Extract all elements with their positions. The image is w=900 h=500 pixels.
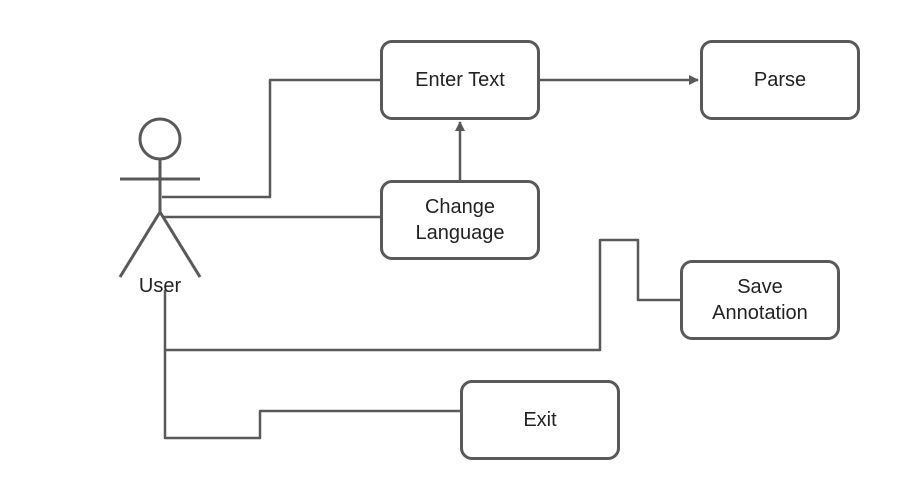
actor-right-leg	[158, 211, 202, 278]
parse-label: Parse	[753, 69, 807, 91]
change-language-node[interactable]: Change Language	[380, 180, 540, 260]
connector-user-enter-text	[162, 78, 380, 199]
exit-node[interactable]: Exit	[460, 380, 620, 460]
actor-head	[138, 117, 182, 161]
parse-node[interactable]: Parse	[700, 40, 860, 120]
save-annotation-label-line1: Save	[737, 276, 783, 298]
enter-text-node[interactable]: Enter Text	[380, 40, 540, 120]
change-language-label-line2: Language	[415, 222, 505, 244]
user-actor-label: User	[138, 275, 182, 297]
user-actor-figure	[118, 117, 202, 278]
actor-left-leg	[118, 211, 162, 278]
enter-text-label: Enter Text	[415, 69, 505, 91]
connector-user-exit	[163, 350, 460, 440]
exit-label: Exit	[523, 409, 557, 431]
change-language-label-line1: Change	[424, 196, 496, 218]
save-annotation-label-line2: Annotation	[712, 302, 808, 324]
save-annotation-node[interactable]: Save Annotation	[680, 260, 840, 340]
